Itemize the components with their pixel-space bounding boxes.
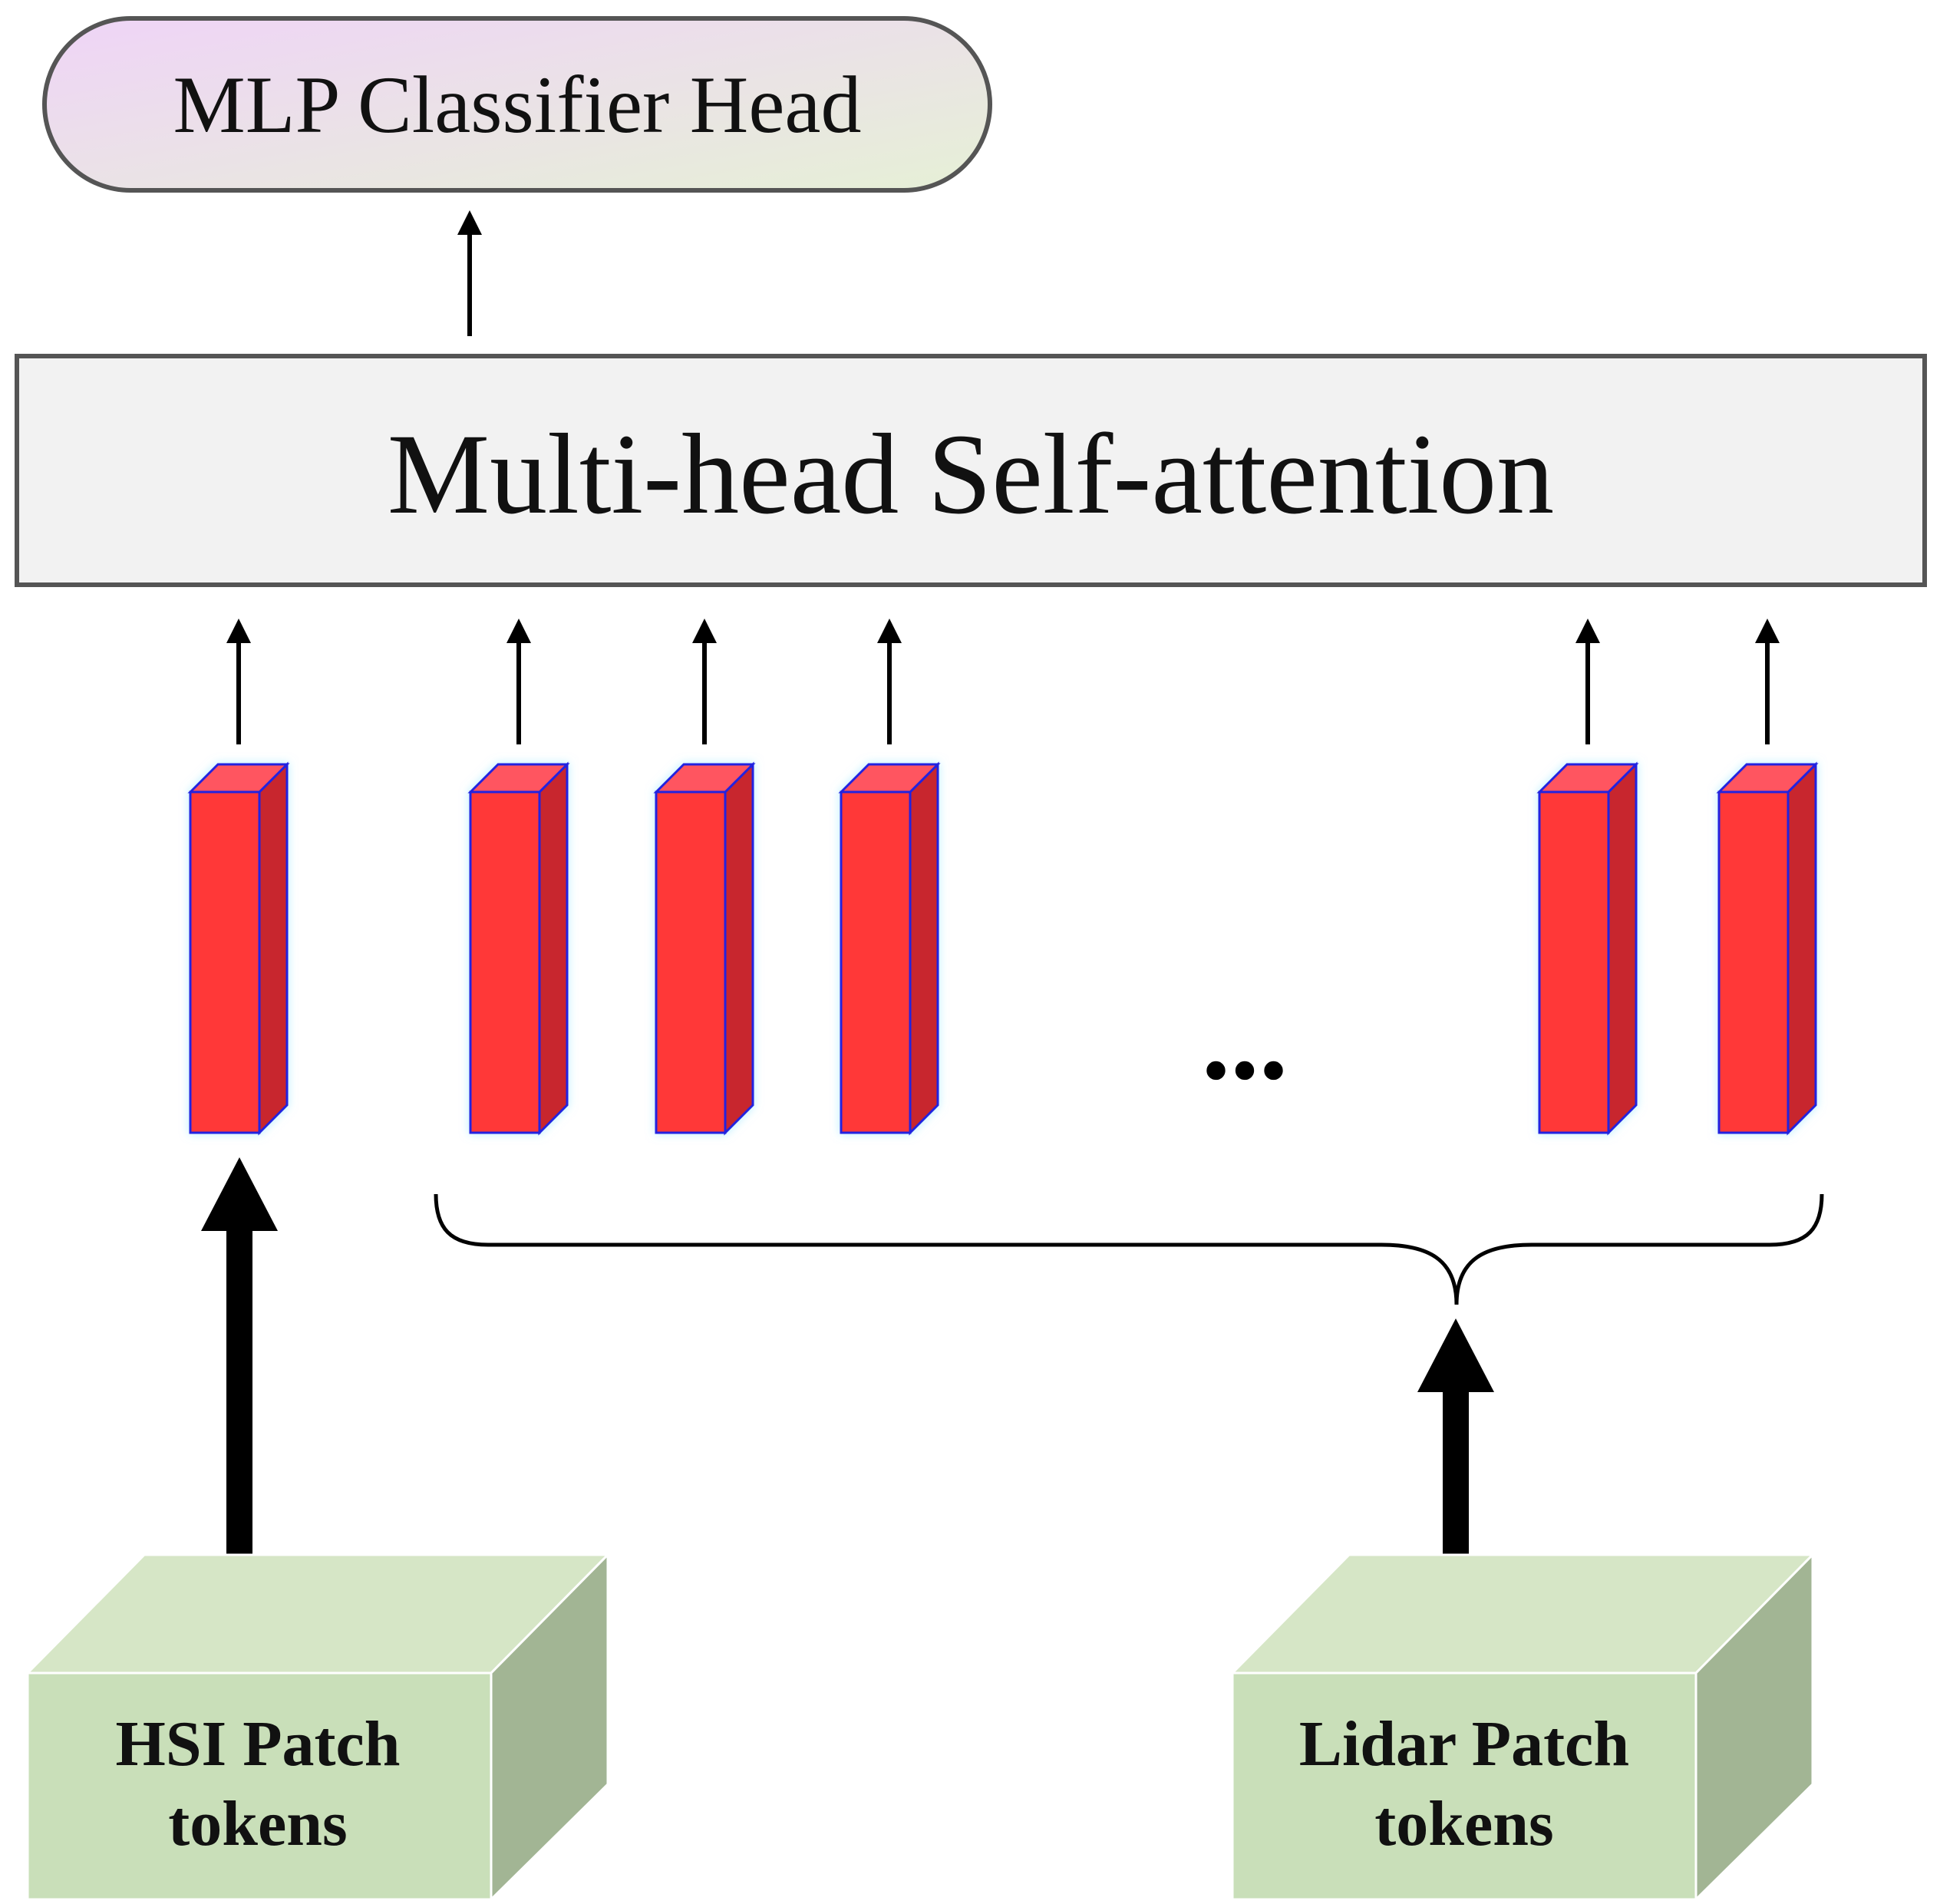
lidar-box-front: [1231, 1671, 1698, 1901]
token-column: [1536, 761, 1639, 1136]
token-side-face: [724, 761, 754, 1136]
attention-box-shape: [15, 354, 1927, 587]
multi-head-self-attention-block: Multi-head Self-attention: [15, 354, 1927, 587]
token-arrows: [226, 619, 1780, 744]
lidar-patch-tokens-box: Lidar Patch tokens: [1229, 1552, 1816, 1902]
ellipsis: ...: [1202, 976, 1288, 1104]
token-column: [467, 761, 570, 1136]
token-front-face: [469, 790, 541, 1134]
token-column: [838, 761, 941, 1136]
token-side-face: [1787, 761, 1817, 1136]
token-arrow: [1575, 619, 1600, 744]
token-arrow: [1755, 619, 1780, 744]
token-arrow: [877, 619, 902, 744]
classifier-pill-shape: [42, 16, 992, 193]
token-column: [187, 761, 290, 1136]
hsi-label-line2: tokens: [168, 1788, 347, 1859]
hsi-label-line1: HSI Patch: [115, 1708, 400, 1780]
token-side-face: [1607, 761, 1638, 1136]
token-front-face: [189, 790, 261, 1134]
token-front-face: [1538, 790, 1610, 1134]
lidar-label-line1: Lidar Patch: [1299, 1708, 1629, 1780]
hsi-patch-tokens-box: HSI Patch tokens: [25, 1552, 611, 1902]
token-side-face: [538, 761, 569, 1136]
token-arrow: [226, 619, 251, 744]
token-side-face: [258, 761, 289, 1136]
token-columns: [187, 761, 1819, 1136]
token-front-face: [655, 790, 727, 1134]
mlp-classifier-head: MLP Classifier Head: [42, 16, 992, 193]
lidar-label-line2: tokens: [1374, 1788, 1553, 1859]
arrow-hsi-to-token: [201, 1157, 278, 1596]
token-front-face: [1717, 790, 1790, 1134]
token-side-face: [909, 761, 939, 1136]
token-column: [653, 761, 756, 1136]
lidar-token-brace: [434, 1193, 1824, 1305]
attention-label: Multi-head Self-attention: [388, 411, 1554, 538]
token-front-face: [840, 790, 912, 1134]
token-arrow: [506, 619, 531, 744]
classifier-label: MLP Classifier Head: [173, 60, 862, 150]
hsi-box-front: [26, 1671, 493, 1901]
token-column: [1716, 761, 1819, 1136]
token-arrow: [692, 619, 717, 744]
arrow-attention-to-classifier: [457, 210, 482, 336]
